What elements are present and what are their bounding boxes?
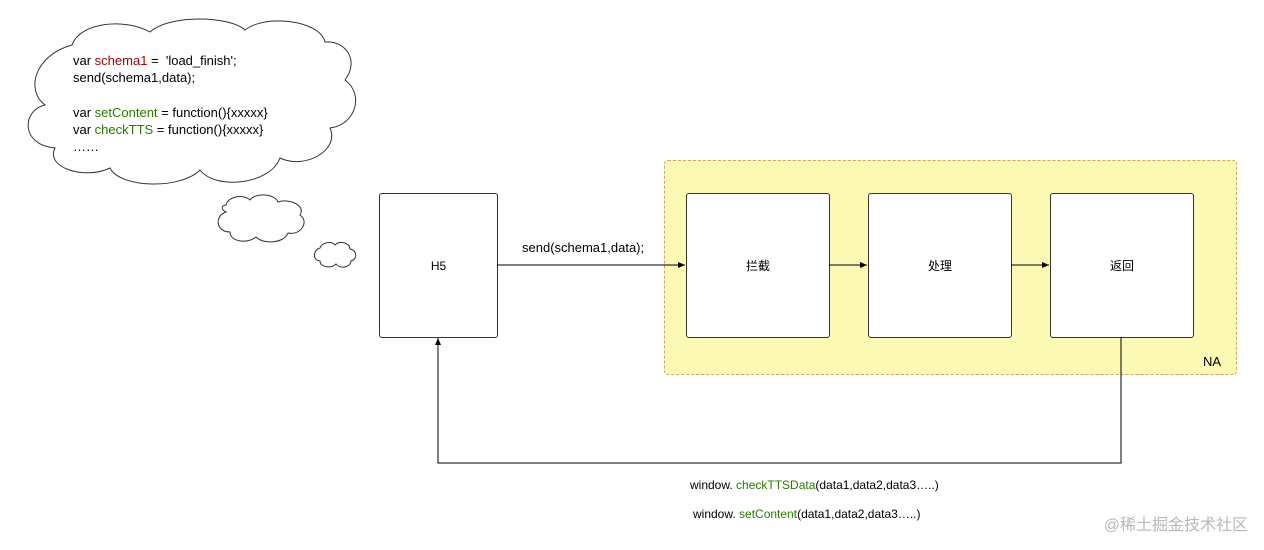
- var-schema1: schema1: [94, 53, 148, 68]
- code-line-setcontent: var setContent = function(){xxxxx}: [73, 105, 268, 120]
- callback-label-setcontent: window. setContent(data1,data2,data3…..): [693, 507, 921, 521]
- na-region-label: NA: [1203, 354, 1222, 369]
- var-setcontent: setContent: [94, 105, 158, 120]
- edge-return-to-h5: [435, 337, 1122, 464]
- code-line-send: send(schema1,data);: [73, 70, 196, 85]
- code-line-ellipsis: ……: [73, 139, 99, 154]
- node-intercept: 拦截: [686, 193, 830, 338]
- code-line-checktts: var checkTTS = function(){xxxxx}: [73, 122, 264, 137]
- var-checktts: checkTTS: [94, 122, 154, 137]
- callback-label-checkttsdata: window. checkTTSData(data1,data2,data3….…: [690, 478, 939, 492]
- node-return: 返回: [1050, 193, 1194, 338]
- edge-send-label: send(schema1,data);: [522, 240, 645, 255]
- tiny-cloud: [313, 241, 357, 268]
- watermark: @稀土掘金技术社区: [1103, 517, 1248, 534]
- node-process: 处理: [868, 193, 1012, 338]
- small-cloud: [217, 194, 305, 243]
- node-h5: H5: [379, 193, 498, 338]
- code-line-schema: var schema1 = 'load_finish';: [73, 53, 237, 68]
